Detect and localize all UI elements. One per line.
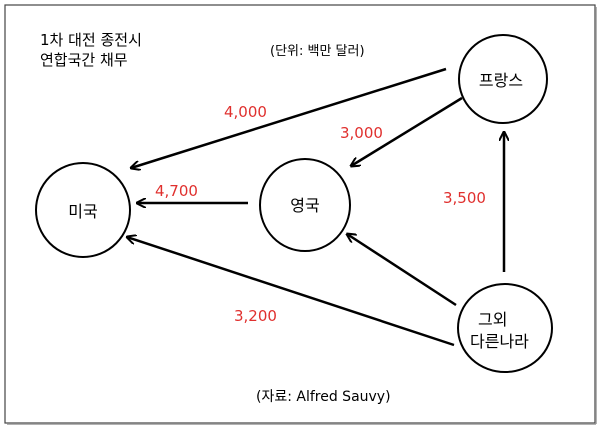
value-others-to-france: 3,500 bbox=[443, 189, 486, 207]
title-line-1: 1차 대전 종전시 bbox=[40, 31, 142, 49]
title-line-2: 연합국간 채무 bbox=[40, 51, 128, 69]
diagram-title: 1차 대전 종전시 연합국간 채무 bbox=[40, 30, 142, 70]
arrow-france-to-usa bbox=[131, 67, 447, 168]
node-usa-circle bbox=[35, 162, 131, 258]
source-note: (자료: Alfred Sauvy) bbox=[256, 389, 391, 405]
arrow-others-to-uk bbox=[347, 234, 457, 307]
value-france-to-uk: 3,000 bbox=[340, 124, 383, 142]
node-france-circle bbox=[458, 34, 548, 124]
node-usa-label: 미국 bbox=[68, 202, 97, 221]
outer-border bbox=[4, 4, 596, 424]
node-uk-circle bbox=[259, 158, 351, 252]
value-france-to-usa: 4,000 bbox=[224, 103, 267, 121]
node-others-circle bbox=[457, 283, 553, 373]
node-others-label-line1: 그외 bbox=[478, 310, 507, 329]
node-france-label: 프랑스 bbox=[479, 71, 523, 90]
unit-note: (단위: 백만 달러) bbox=[270, 44, 365, 59]
value-uk-to-usa: 4,700 bbox=[155, 182, 198, 200]
value-others-to-usa: 3,200 bbox=[234, 307, 277, 325]
node-uk-label: 영국 bbox=[290, 196, 319, 215]
arrow-france-to-uk bbox=[351, 96, 463, 166]
arrow-others-to-usa bbox=[127, 237, 455, 347]
node-others-label-line2: 다른나라 bbox=[470, 332, 529, 351]
